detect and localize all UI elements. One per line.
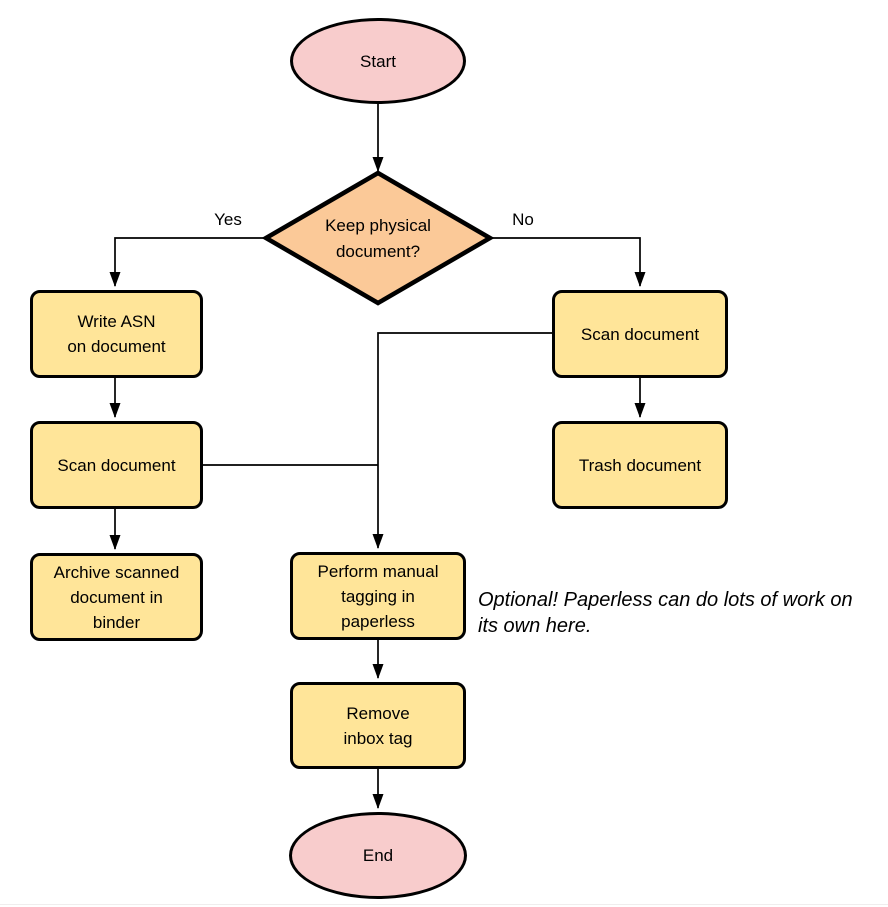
node-scan-document-right: Scan document (552, 290, 728, 378)
node-decision-label: Keep physical document? (325, 216, 431, 261)
node-scan-document-left: Scan document (30, 421, 203, 509)
edge-decision-no-to-scan-right (490, 237, 646, 287)
node-start-label: Start (360, 51, 396, 71)
edge-scan-right-to-tagging (372, 332, 552, 549)
optional-note: Optional! Paperless can do lots of work … (478, 589, 853, 637)
node-manual-tagging: Perform manual tagging in paperless (290, 552, 466, 640)
edge-label-yes: Yes (214, 210, 242, 229)
bottom-hairline (0, 904, 888, 905)
edge-label-no: No (512, 210, 534, 229)
node-archive-in-binder: Archive scanned document in binder (30, 553, 203, 641)
node-remove-inbox-tag: Remove inbox tag (290, 682, 466, 769)
node-write-asn: Write ASN on document (30, 290, 203, 378)
node-manual-tagging-label: Perform manual tagging in paperless (317, 561, 439, 631)
edge-decision-yes-to-write-asn (109, 237, 265, 287)
node-start: Start (290, 18, 466, 104)
node-scan-document-left-label: Scan document (57, 455, 176, 475)
node-end: End (289, 812, 467, 899)
node-remove-inbox-tag-label: Remove inbox tag (343, 703, 413, 748)
node-trash-document: Trash document (552, 421, 728, 509)
node-archive-in-binder-label: Archive scanned document in binder (53, 562, 180, 632)
decision-diamond-shape (261, 170, 495, 306)
node-write-asn-label: Write ASN on document (67, 312, 166, 356)
node-end-label: End (362, 846, 394, 865)
node-trash-document-label: Trash document (578, 455, 702, 475)
node-scan-document-right-label: Scan document (580, 324, 700, 344)
